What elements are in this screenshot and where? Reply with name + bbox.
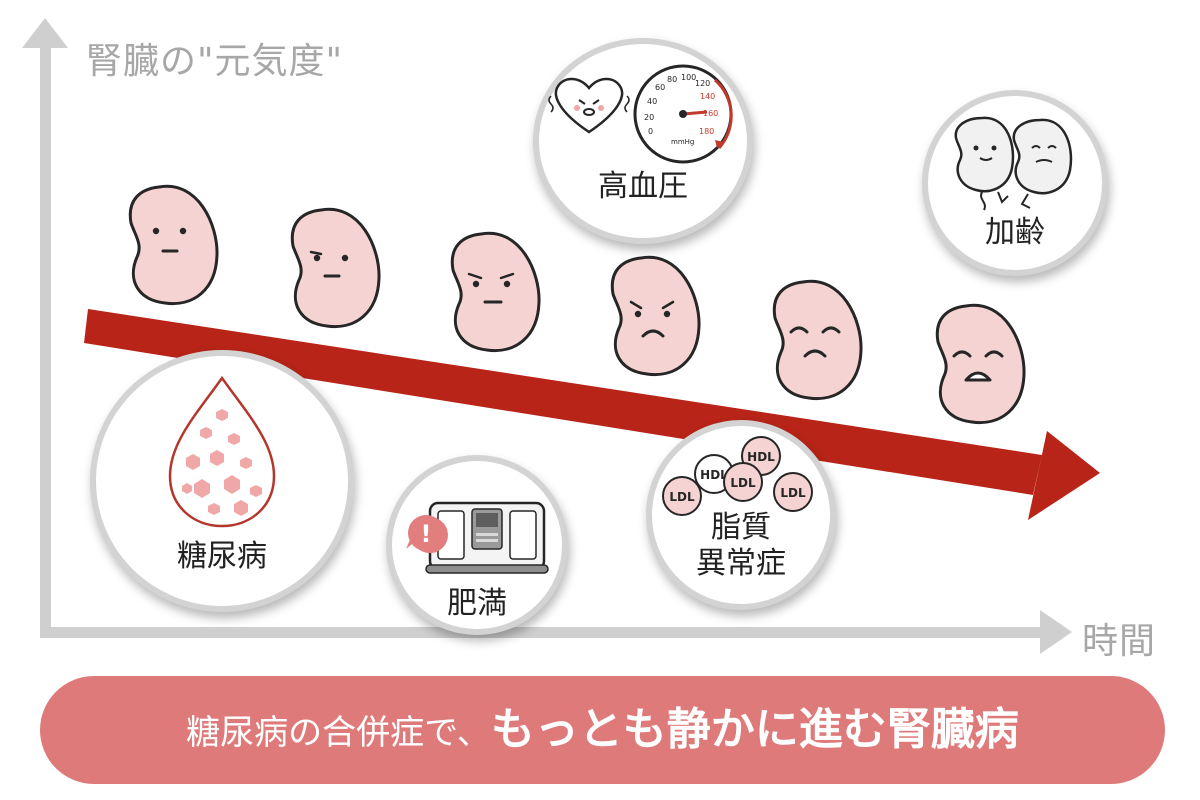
kidney-3-worried-icon	[450, 231, 541, 353]
gauge-tick: 0	[648, 127, 653, 136]
headline-banner: 糖尿病の合併症で、もっとも静かに進む腎臓病	[40, 676, 1165, 784]
gauge-tick: 80	[667, 75, 677, 84]
particle-label: LDL	[669, 490, 695, 504]
factor-circle-diabetes: 糖尿病	[90, 350, 354, 612]
factor-label-line: 脂質	[711, 510, 771, 545]
y-axis	[22, 18, 68, 638]
ldl-particle-icon: LDL	[773, 472, 813, 512]
kidney-2-slightly-worried-icon	[290, 207, 381, 329]
elderly-kidney-icon	[954, 116, 1015, 211]
aging-illustration	[954, 116, 1073, 211]
factor-circle-dyslipidemia: HDL HDL LDL LDL LDL	[646, 420, 836, 610]
elderly-kidney-icon	[1012, 118, 1073, 209]
particle-label: LDL	[730, 476, 756, 490]
particle-label: LDL	[780, 486, 806, 500]
hypertension-illustration: 0 20 40 60 80 100 120 140 160 180 mmHg	[548, 64, 733, 164]
x-axis-label: 時間	[1082, 621, 1157, 662]
gauge-tick: 120	[695, 79, 710, 88]
kidney-6-distressed-icon	[935, 303, 1026, 425]
body-scale-icon	[425, 501, 549, 574]
y-axis-label: 腎臓の"元気度"	[86, 41, 344, 82]
gauge-tick: 180	[699, 127, 714, 136]
kidney-1-neutral-icon	[128, 184, 219, 306]
kidney-4-sad-icon	[610, 255, 701, 377]
gauge-tick: 60	[655, 83, 665, 92]
alert-mark: !	[421, 520, 432, 548]
gauge-tick: 140	[700, 92, 715, 101]
factor-label-hypertension: 高血圧	[598, 169, 688, 204]
ldl-particle-icon: LDL	[662, 476, 702, 516]
gauge-tick: 40	[647, 97, 657, 106]
factor-label-line: 異常症	[696, 546, 786, 581]
x-axis	[40, 610, 1072, 654]
gauge-unit: mmHg	[671, 138, 694, 146]
gauge-tick: 100	[681, 73, 696, 82]
factor-label-obesity: 肥満	[447, 586, 507, 621]
factor-label-diabetes: 糖尿病	[177, 539, 267, 574]
particle-label: HDL	[747, 450, 775, 464]
banner-lead-text: 糖尿病の合併症で、	[186, 713, 491, 753]
blood-drop-icon	[168, 375, 276, 528]
gauge-tick: 20	[644, 113, 654, 122]
alert-icon: !	[406, 515, 448, 554]
factor-circle-aging: 加齢	[922, 90, 1108, 276]
blood-pressure-gauge-icon: 0 20 40 60 80 100 120 140 160 180 mmHg	[633, 64, 733, 164]
glucose-hexagons	[182, 409, 262, 516]
lipid-particles: HDL HDL LDL LDL LDL	[662, 436, 813, 516]
factor-circle-obesity: ! 肥満	[386, 455, 568, 635]
kidney-5-sadder-icon	[772, 279, 863, 401]
dyslipidemia-illustration: HDL HDL LDL LDL LDL	[662, 436, 813, 516]
gauge-tick: 160	[703, 109, 718, 118]
factor-circle-hypertension: 0 20 40 60 80 100 120 140 160 180 mmHg 高…	[533, 38, 753, 244]
stressed-heart-icon	[548, 77, 630, 134]
obesity-illustration: !	[406, 501, 549, 574]
diabetes-illustration	[168, 375, 276, 528]
ldl-particle-icon: LDL	[723, 462, 763, 502]
banner-main-text: もっとも静かに進む腎臓病	[490, 704, 1019, 755]
factor-label-aging: 加齢	[985, 215, 1045, 250]
particle-label: HDL	[700, 468, 728, 482]
factor-label-dyslipidemia: 脂質 異常症	[652, 510, 830, 582]
